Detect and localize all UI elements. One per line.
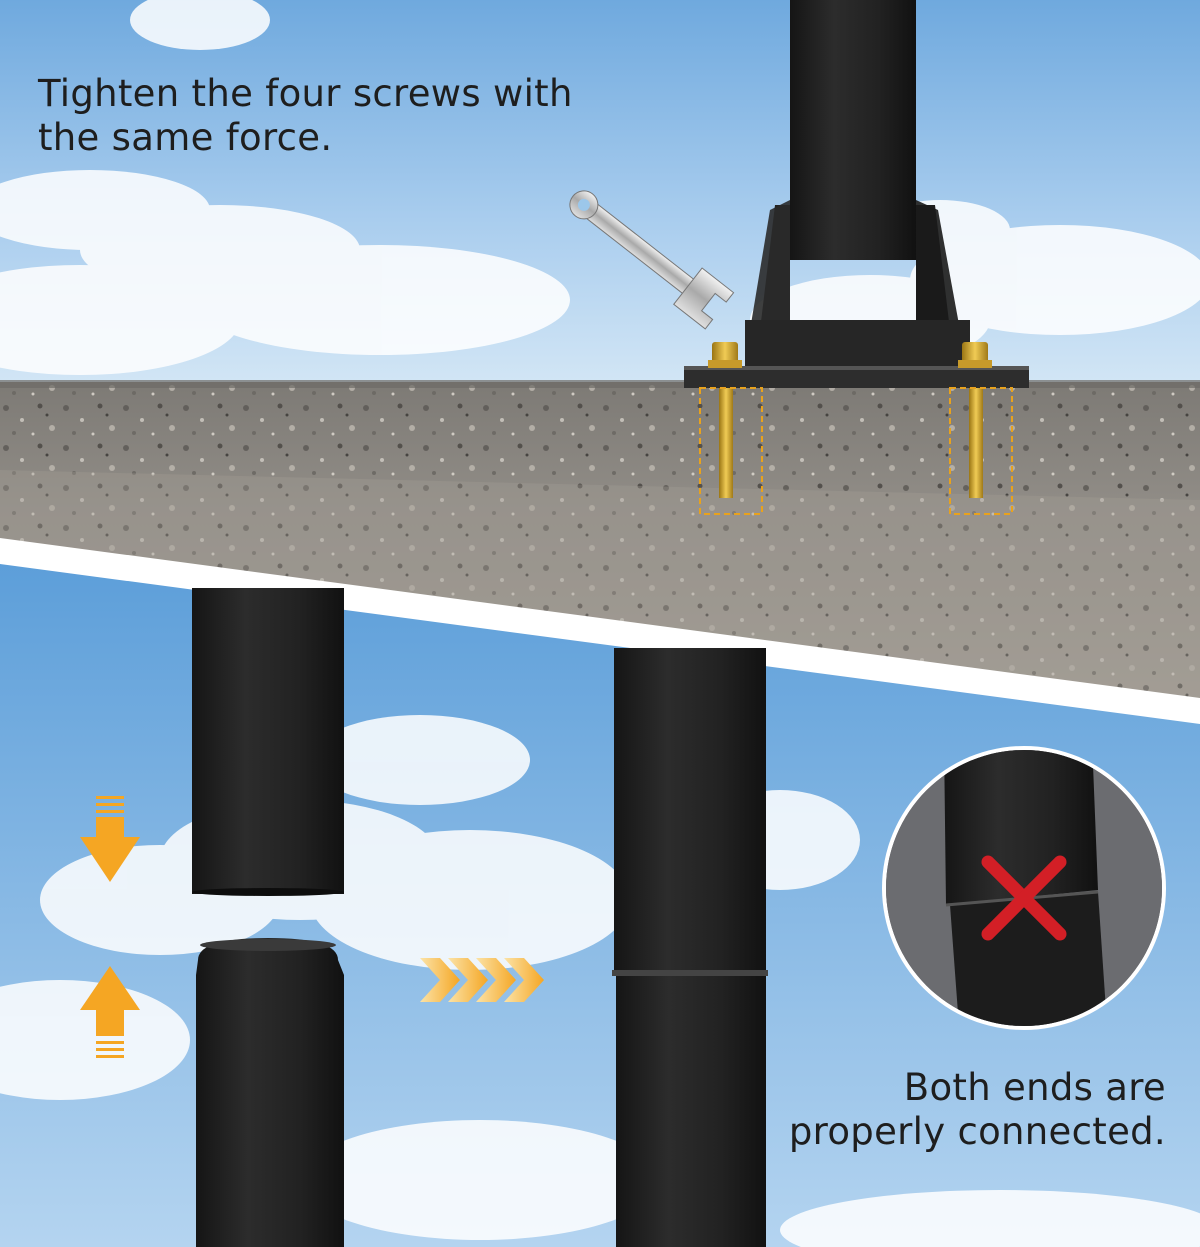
caption-line: properly connected.	[788, 1110, 1166, 1153]
chevron-right-icon	[420, 958, 544, 1002]
x-mark-icon	[981, 855, 1067, 941]
caption-line: the same force.	[38, 116, 333, 159]
pole-base-flange	[745, 320, 970, 368]
arrow-down-icon	[80, 796, 140, 882]
upper-tube	[192, 588, 344, 894]
arrow-up-icon	[80, 966, 140, 1058]
anchor-bolt-left	[699, 342, 763, 515]
anchor-bolt-right	[949, 342, 1013, 515]
magnifier-wrong-connection	[882, 746, 1166, 1030]
connected-tube-lower	[616, 976, 766, 1247]
caption-line: Both ends are	[903, 1066, 1166, 1109]
wrench-icon	[569, 190, 735, 330]
base-plate	[684, 366, 1029, 388]
pole-top	[790, 0, 916, 260]
caption-ends-connected: Both ends are properly connected.	[746, 1066, 1166, 1154]
caption-line: Tighten the four screws with	[38, 72, 573, 115]
divider-band	[0, 538, 1200, 724]
lower-tube	[196, 938, 344, 1247]
connected-tube-upper	[614, 648, 766, 974]
caption-tighten-screws: Tighten the four screws with the same fo…	[38, 72, 598, 160]
